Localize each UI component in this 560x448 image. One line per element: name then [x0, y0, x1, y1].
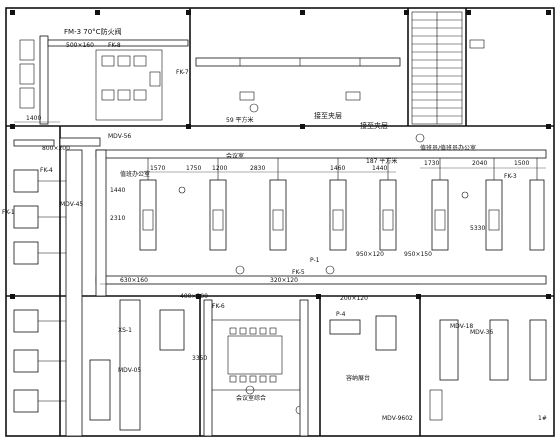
drawing-labels: FM-3 70°C防火阀 500×160 FK-8 FK-7 FK-6 FK-5…: [2, 27, 547, 422]
dim-630x160: 630×160: [120, 277, 148, 284]
label-fk8: FK-8: [108, 42, 121, 49]
dim-2310: 2310: [110, 215, 125, 222]
dim-2040: 2040: [472, 160, 487, 167]
dim-1440: 1440: [372, 165, 387, 172]
area-187-sqm: 187 平方米: [366, 157, 397, 165]
dim-400x200: 400×200: [180, 293, 208, 300]
dim-950x120: 950×120: [356, 251, 384, 258]
dim-950x150: 950×150: [404, 251, 432, 258]
dimension-lines: [14, 121, 546, 285]
label-fk4: FK-4: [40, 167, 53, 174]
column-grid: [10, 10, 551, 299]
upper-duct: [39, 35, 485, 125]
dim-1440b: 1440: [110, 187, 125, 194]
dim-1500: 1500: [514, 160, 529, 167]
fan-coil-units: [139, 158, 545, 251]
label-mdv56: MDV-56: [108, 133, 131, 140]
label-fk7: FK-7: [176, 69, 189, 76]
conference-room: [203, 299, 309, 437]
left-offices: [13, 149, 83, 437]
room-meeting-general: 会议室综合: [236, 394, 266, 402]
label-fk5: FK-5: [292, 269, 305, 276]
label-fk6: FK-6: [212, 303, 225, 310]
label-mdv36: MDV-36: [470, 329, 493, 336]
toilet-block: [19, 39, 163, 121]
label-1: 1#: [538, 415, 547, 422]
label-to-mezzanine-2: 接至夹层: [360, 121, 388, 130]
room-exhibit: 容纳展台: [346, 374, 370, 382]
dim-1730: 1730: [424, 160, 439, 167]
dim-320x120: 320×120: [270, 277, 298, 284]
main-supply-trunk: [13, 137, 547, 297]
label-xs1: XS-1: [118, 327, 132, 334]
room-duty-office: 值班办公室: [120, 170, 150, 178]
dim-800x200: 800×200: [42, 145, 70, 152]
lower-right-units: [89, 299, 547, 431]
area-59-sqm: 59 平方米: [226, 116, 254, 124]
dim-5330: 5330: [470, 225, 485, 232]
label-mdv45: MDV-45: [60, 201, 83, 208]
label-fire-damper: FM-3 70°C防火阀: [64, 27, 122, 36]
dim-200x120: 200×120: [340, 295, 368, 302]
label-mdv9602: MDV-9602: [382, 415, 413, 422]
label-fk3: FK-3: [504, 173, 517, 180]
room-meeting: 会议室: [226, 152, 244, 160]
dim-2830: 2830: [250, 165, 265, 172]
dim-1200: 1200: [212, 165, 227, 172]
room-staff-office: 值班员/值班员办公室: [420, 144, 476, 152]
building-walls: [5, 7, 555, 437]
label-duct-size: 500×160: [66, 42, 94, 49]
label-mdv18: MDV-18: [450, 323, 473, 330]
label-fk1: FK-1: [2, 209, 15, 216]
dim-1570: 1570: [150, 165, 165, 172]
dim-3350: 3350: [192, 355, 207, 362]
label-to-mezzanine-1: 接至夹层: [314, 111, 342, 120]
label-mdv05: MDV-05: [118, 367, 141, 374]
dim-1400: 1400: [26, 115, 41, 122]
label-p4: P-4: [336, 311, 346, 318]
label-p1: P-1: [310, 257, 320, 264]
stair-core: [411, 11, 463, 125]
dim-1460: 1460: [330, 165, 345, 172]
dim-1750: 1750: [186, 165, 201, 172]
